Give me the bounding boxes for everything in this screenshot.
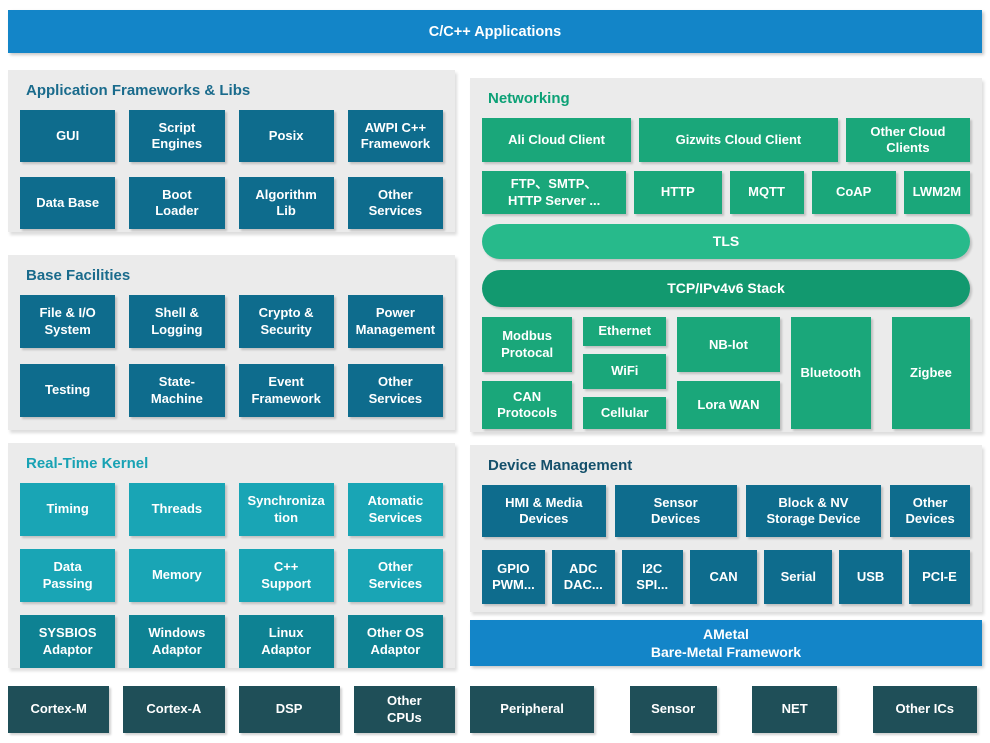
block-ali-cloud-client: Ali Cloud Client [482,118,632,162]
block-state-machine: State- Machine [129,364,225,417]
panel-application-frameworks: Application Frameworks & Libs GUI Script… [8,70,455,232]
link-column-lpwan: NB-Iot Lora WAN [677,317,780,429]
block-cellular: Cellular [583,397,667,429]
block-other-ics: Other ICs [872,686,977,733]
block-sensor: Sensor [629,686,717,733]
block-timing: Timing [20,483,116,536]
block-atomatic-services: Atomatic Services [347,483,443,536]
block-cortex-m: Cortex-M [8,686,110,733]
pill-tcp-ipv4v6-stack: TCP/IPv4v6 Stack [482,270,970,307]
right-column: Networking Ali Cloud Client Gizwits Clou… [470,53,982,666]
block-can-protocols: CAN Protocols [482,381,573,429]
block-lwm2m: LWM2M [903,171,970,214]
app-frameworks-grid: GUI Script Engines Posix AWPI C++ Framew… [20,110,443,229]
panel-title-base-facilities: Base Facilities [26,267,131,284]
block-script-engines: Script Engines [129,110,225,162]
block-lora-wan: Lora WAN [677,381,780,429]
block-can: CAN [689,550,758,604]
block-mqtt: MQTT [729,171,804,214]
block-zigbee: Zigbee [891,317,970,429]
block-wifi: WiFi [583,353,667,390]
panel-title-application-frameworks: Application Frameworks & Libs [26,82,251,99]
block-other-cpus: Other CPUs [353,686,455,733]
block-serial: Serial [764,550,833,604]
block-sensor-devices: Sensor Devices [614,485,737,537]
block-boot-loader: Boot Loader [129,177,225,229]
block-cpp-support: C++ Support [238,549,334,602]
device-row: HMI & Media Devices Sensor Devices Block… [482,485,970,537]
cpu-group: Cortex-M Cortex-A DSP Other CPUs [8,686,455,733]
block-adc-dac: ADC DAC... [551,550,615,604]
block-threads: Threads [129,483,225,536]
top-banner-cpp-applications: C/C++ Applications [8,10,982,53]
panel-title-device-management: Device Management [488,457,633,474]
ametal-banner-label: AMetal Bare-Metal Framework [650,625,802,660]
block-data-passing: Data Passing [20,549,116,602]
block-peripheral: Peripheral [470,686,595,733]
pill-tls: TLS [482,224,970,259]
block-testing: Testing [20,364,116,417]
block-http: HTTP [634,171,722,214]
block-dsp: DSP [238,686,340,733]
realtime-kernel-grid: Timing Threads Synchroniza tion Atomatic… [20,483,443,668]
block-nb-iot: NB-Iot [677,317,780,373]
block-memory: Memory [129,549,225,602]
panel-realtime-kernel: Real-Time Kernel Timing Threads Synchron… [8,443,455,668]
panel-title-networking: Networking [488,90,570,107]
base-facilities-grid: File & I/O System Shell & Logging Crypto… [20,295,443,417]
block-awpi-cpp-framework: AWPI C++ Framework [347,110,443,162]
block-windows-adaptor: Windows Adaptor [129,615,225,668]
block-other-devices: Other Devices [890,485,970,537]
diagram-columns: Application Frameworks & Libs GUI Script… [8,53,982,668]
link-column-phy: Ethernet WiFi Cellular [583,317,667,429]
panel-networking: Networking Ali Cloud Client Gizwits Clou… [470,78,982,432]
block-ftp-smtp-http-server: FTP、SMTP、 HTTP Server ... [482,171,627,214]
top-banner-label: C/C++ Applications [428,23,562,40]
block-crypto-security: Crypto & Security [238,295,334,348]
block-other-services-base: Other Services [347,364,443,417]
block-algorithm-lib: Algorithm Lib [238,177,334,229]
panel-title-realtime-kernel: Real-Time Kernel [26,455,149,472]
block-block-nv-storage-device: Block & NV Storage Device [745,485,882,537]
ic-group: Peripheral Sensor NET Other ICs [470,686,982,733]
block-coap: CoAP [811,171,896,214]
block-power-management: Power Management [347,295,443,348]
block-other-os-adaptor: Other OS Adaptor [347,615,443,668]
block-i2c-spi: I2C SPI... [621,550,683,604]
block-synchronization: Synchroniza tion [238,483,334,536]
block-cortex-a: Cortex-A [123,686,225,733]
block-gizwits-cloud-client: Gizwits Cloud Client [639,118,838,162]
block-sysbios-adaptor: SYSBIOS Adaptor [20,615,116,668]
block-linux-adaptor: Linux Adaptor [238,615,334,668]
block-gui: GUI [20,110,116,162]
bottom-row-hardware: Cortex-M Cortex-A DSP Other CPUs Periphe… [8,686,982,733]
block-file-io-system: File & I/O System [20,295,116,348]
link-column-fieldbus: Modbus Protocal CAN Protocols [482,317,573,429]
link-column-zigbee: Zigbee [891,317,970,429]
block-usb: USB [839,550,902,604]
block-posix: Posix [238,110,334,162]
block-net: NET [752,686,838,733]
link-column-bluetooth: Bluetooth [790,317,871,429]
block-shell-logging: Shell & Logging [129,295,225,348]
block-gpio-pwm: GPIO PWM... [482,550,545,604]
left-column: Application Frameworks & Libs GUI Script… [8,53,455,668]
block-event-framework: Event Framework [238,364,334,417]
block-other-cloud-clients: Other Cloud Clients [845,118,970,162]
block-ethernet: Ethernet [583,317,667,346]
panel-base-facilities: Base Facilities File & I/O System Shell … [8,255,455,430]
block-modbus-protocal: Modbus Protocal [482,317,573,373]
block-hmi-media-devices: HMI & Media Devices [482,485,606,537]
block-other-services-app: Other Services [347,177,443,229]
bus-row: GPIO PWM... ADC DAC... I2C SPI... CAN Se… [482,550,970,604]
networking-link-cluster: Modbus Protocal CAN Protocols Ethernet W… [482,317,970,429]
block-data-base: Data Base [20,177,116,229]
block-other-services-kernel: Other Services [347,549,443,602]
networking-cloud-row: Ali Cloud Client Gizwits Cloud Client Ot… [482,118,970,162]
panel-device-management: Device Management HMI & Media Devices Se… [470,445,982,612]
block-bluetooth: Bluetooth [790,317,871,429]
networking-protocol-row: FTP、SMTP、 HTTP Server ... HTTP MQTT CoAP… [482,171,970,214]
block-pci-e: PCI-E [908,550,970,604]
ametal-banner: AMetal Bare-Metal Framework [470,620,982,666]
